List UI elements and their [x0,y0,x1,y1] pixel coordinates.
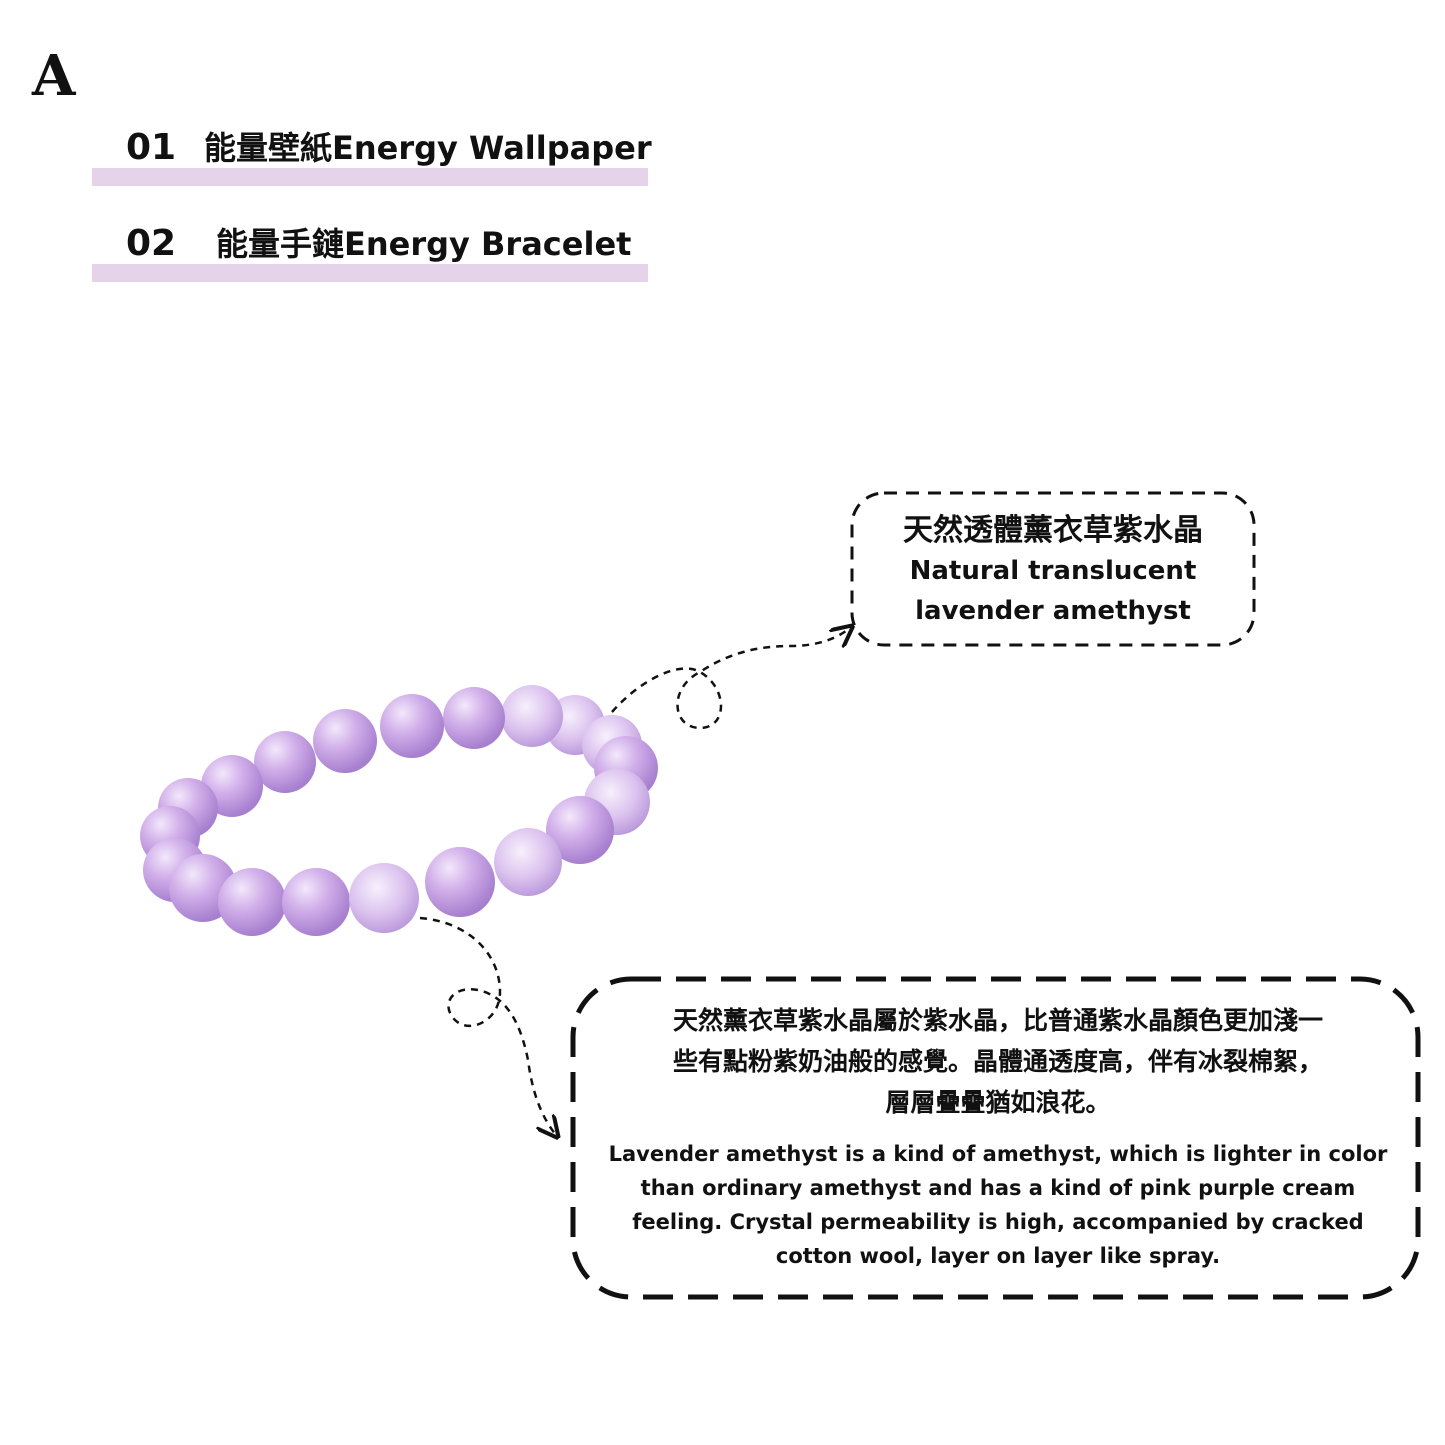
callout-top: 天然透體薰衣草紫水晶 Natural translucent lavender … [852,493,1254,645]
callout-bottom-zh-line3: 層層疊疊猶如浪花。 [885,1088,1111,1117]
callout-bottom-en-line4: cotton wool, layer on layer like spray. [775,1244,1221,1268]
callout-top-title-en-line1: Natural translucent [909,556,1197,586]
callout-bottom-en-line2: than ordinary amethyst and has a kind of… [640,1176,1356,1200]
connector-arrow-bottom [419,916,556,1135]
callout-bottom-zh-line2: 些有點粉紫奶油般的感覺。晶體通透度高，伴有冰裂棉絮， [672,1047,1323,1076]
callout-bottom-border [570,976,1421,1300]
callout-top-border [850,491,1256,647]
callout-bottom-zh-line1: 天然薰衣草紫水晶屬於紫水晶，比普通紫水晶顏色更加淺一 [672,1006,1323,1035]
amethyst-bracelet-image [140,685,658,936]
brand-logo: A [32,43,75,109]
callout-bottom-en-line1: Lavender amethyst is a kind of amethyst,… [608,1142,1388,1166]
menu-item-label: 能量手鏈Energy Bracelet [216,225,632,263]
callout-top-title-zh: 天然透體薰衣草紫水晶 [903,513,1203,548]
connector-arrow-top [611,628,850,730]
menu-item-energy-bracelet[interactable]: 02 能量手鏈Energy Bracelet [92,202,648,282]
menu-item-underline [92,168,648,186]
menu-item-number: 02 [126,223,177,264]
menu-item-label: 能量壁紙Energy Wallpaper [204,129,652,167]
menu-item-energy-wallpaper[interactable]: 01 能量壁紙Energy Wallpaper [92,106,652,186]
menu-item-number: 01 [126,127,177,168]
callout-bottom: 天然薰衣草紫水晶屬於紫水晶，比普通紫水晶顏色更加淺一 些有點粉紫奶油般的感覺。晶… [598,1000,1398,1290]
menu-item-underline [92,264,648,282]
callout-top-title-en-line2: lavender amethyst [915,596,1191,626]
callout-bottom-en-line3: feeling. Crystal permeability is high, a… [632,1210,1364,1234]
